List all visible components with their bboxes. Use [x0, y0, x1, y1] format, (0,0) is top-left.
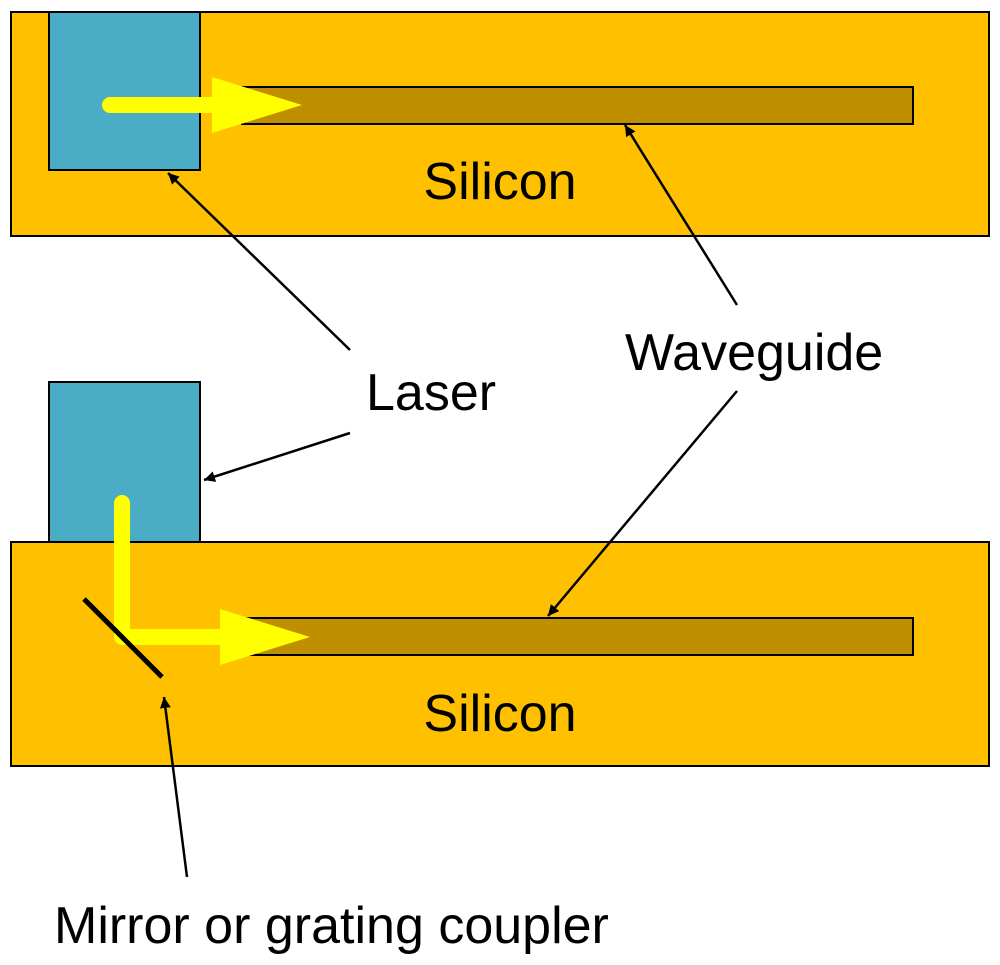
waveguide-label: Waveguide: [625, 324, 883, 382]
silicon-label-top: Silicon: [423, 153, 576, 211]
waveguide-top: [241, 86, 914, 125]
laser-label: Laser: [366, 364, 496, 422]
waveguide-arrow-top: [623, 124, 739, 306]
mirror-line: [82, 597, 164, 679]
annotation-arrows: [159, 124, 739, 878]
bottom-configuration: Silicon: [10, 381, 990, 767]
mirror-label: Mirror or grating coupler: [54, 897, 609, 955]
laser-arrow-top: [167, 172, 351, 351]
top-configuration: Silicon: [10, 11, 990, 237]
laser-block-top: [48, 11, 201, 171]
waveguide-arrow-bottom: [547, 390, 738, 617]
waveguide-bottom: [241, 617, 914, 656]
mirror-arrow: [159, 696, 189, 878]
light-path-top: [102, 77, 302, 133]
laser-arrow-bottom: [203, 431, 351, 482]
silicon-label-bottom: Silicon: [423, 685, 576, 743]
